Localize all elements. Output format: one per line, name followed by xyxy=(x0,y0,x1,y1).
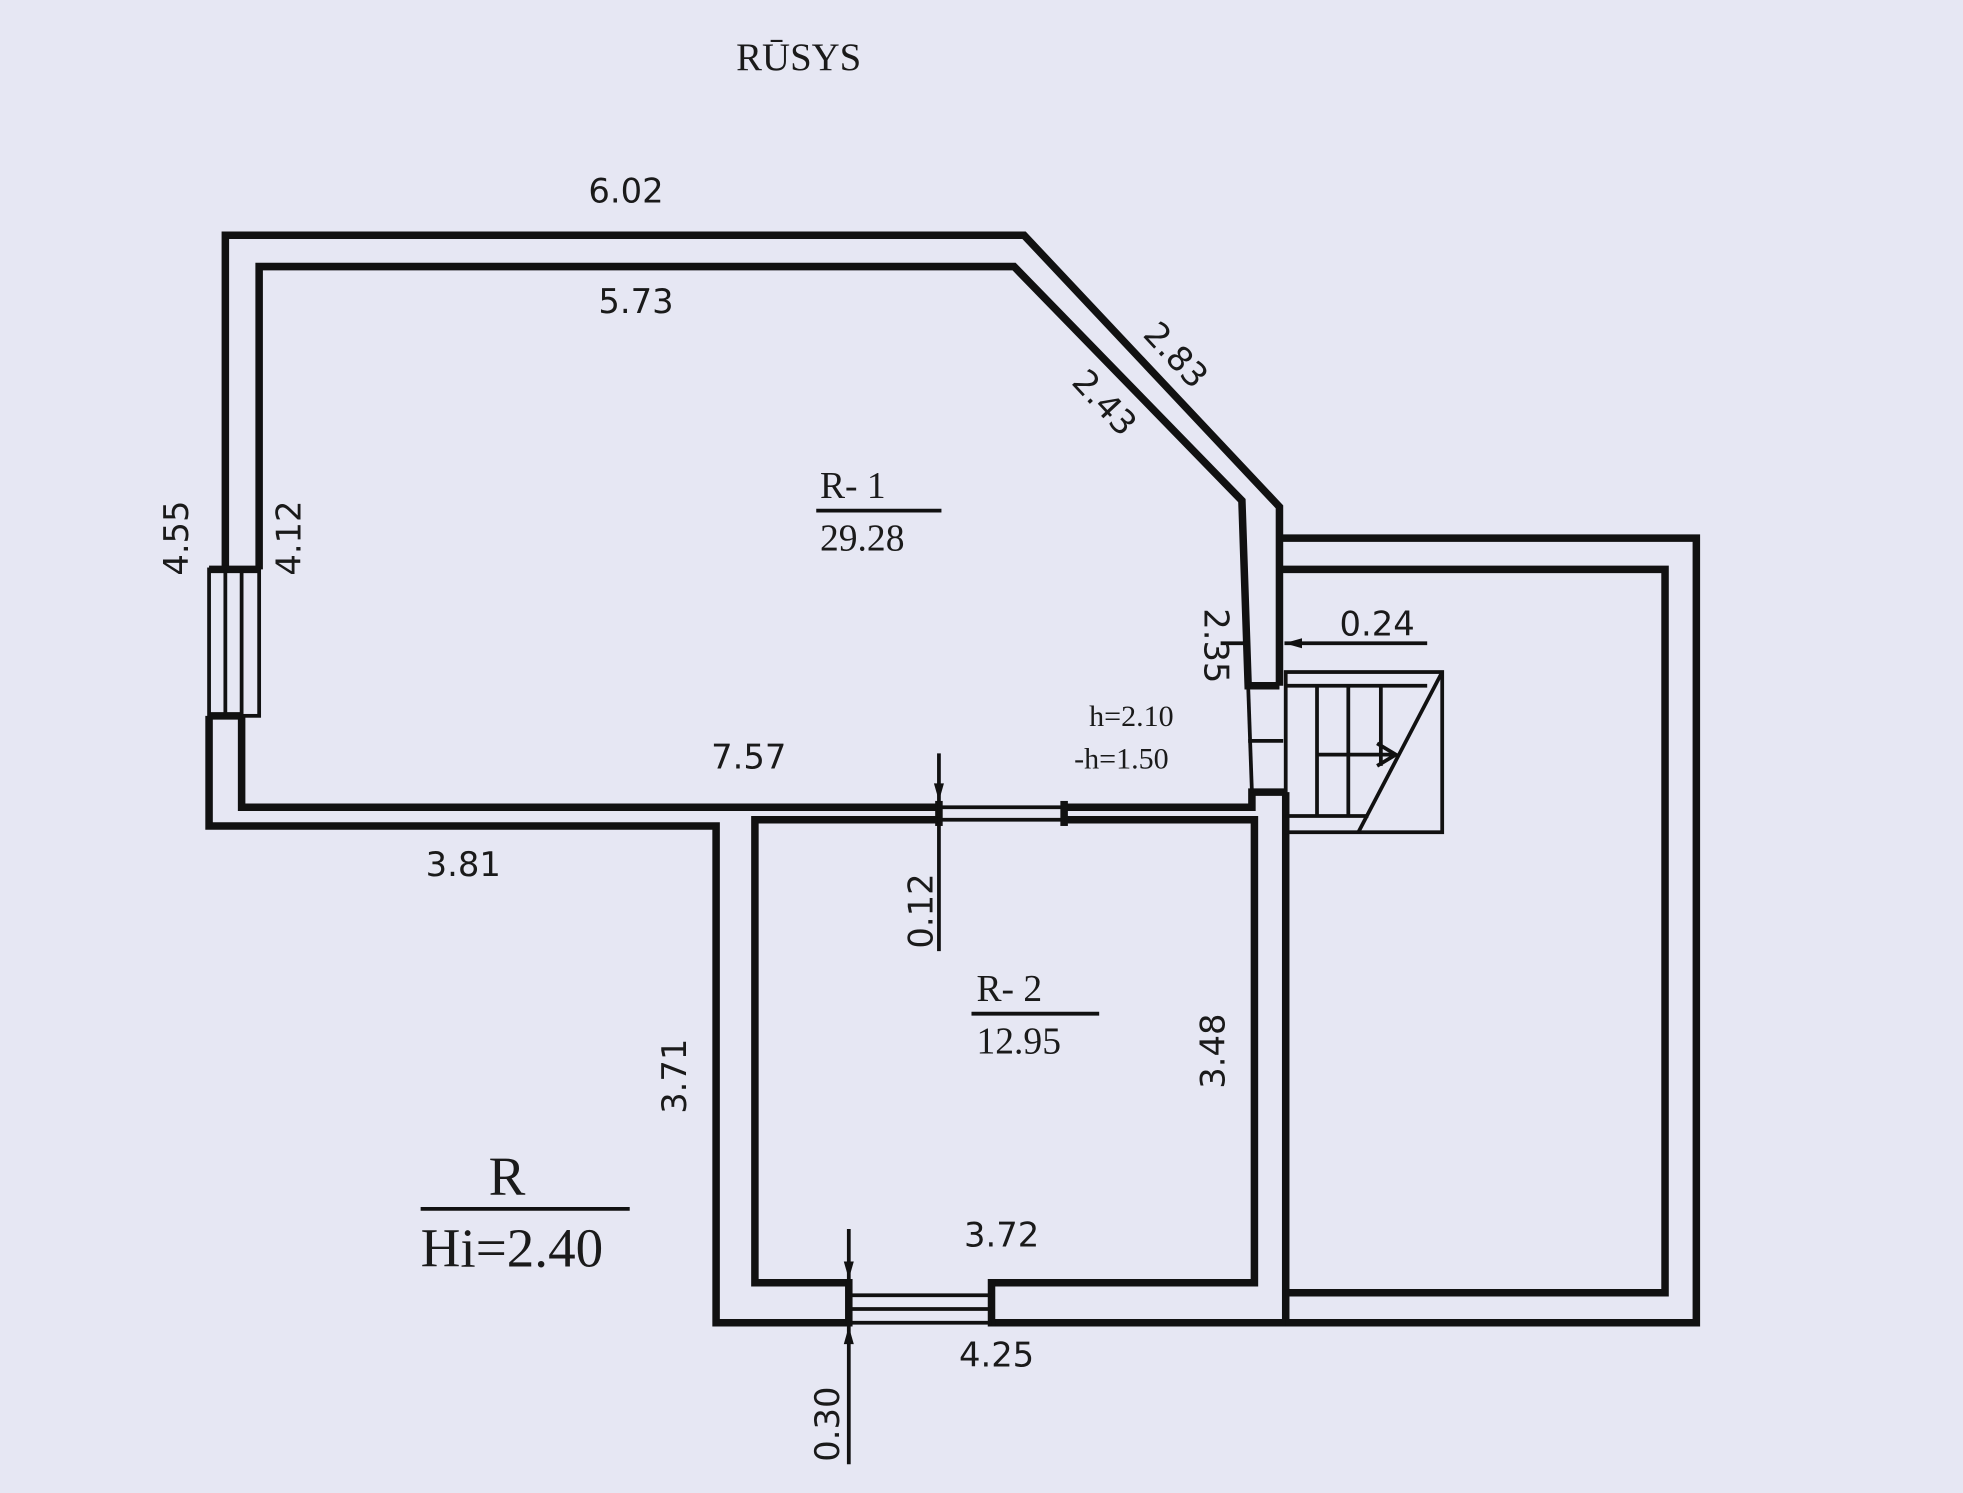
staircase xyxy=(1283,670,1445,835)
r1-lower-outer-wall xyxy=(205,715,849,1327)
r2-inner-right-wall xyxy=(991,815,1259,1287)
dim-diag-inner: 2.43 xyxy=(1065,362,1145,444)
legend-label: R xyxy=(489,1146,526,1207)
dim-left-inner: 4.12 xyxy=(269,500,308,575)
r1-inner-wall xyxy=(255,262,1280,690)
dim-arrows xyxy=(843,638,1428,1465)
dim-top-outer: 6.02 xyxy=(588,172,663,211)
annex-outer-wall xyxy=(1281,534,1701,1327)
dim-diag-outer: 2.83 xyxy=(1136,314,1216,396)
dim-bottom-left: 3.81 xyxy=(426,845,501,884)
dim-r2-right: 3.48 xyxy=(1193,1014,1232,1089)
r2-area: 12.95 xyxy=(976,1022,1060,1063)
dim-left-outer: 4.55 xyxy=(157,500,196,575)
dim-left-lower: 3.71 xyxy=(655,1039,694,1114)
r1-outer-wall xyxy=(221,231,1284,686)
window-bottom xyxy=(845,1278,996,1327)
dim-wall-thickness: 0.24 xyxy=(1340,605,1415,644)
r1-area: 29.28 xyxy=(820,519,904,560)
dim-window-wall: 0.30 xyxy=(808,1387,847,1462)
annex-inner-wall xyxy=(1281,565,1669,1297)
door-r1-r2 xyxy=(935,800,1068,826)
r1-inner-right-wall xyxy=(1064,788,1286,811)
door-height: h=2.10 xyxy=(1089,700,1174,733)
window-left xyxy=(207,565,262,720)
dim-right-wall: 2.35 xyxy=(1196,608,1235,683)
dim-r1-bottom: 7.57 xyxy=(711,737,786,776)
r2-inner-wall xyxy=(751,815,939,1287)
dim-r2-bottom-outer: 4.25 xyxy=(959,1336,1034,1375)
r1-inner-lower-wall xyxy=(237,715,939,811)
plan-title: RŪSYS xyxy=(736,36,861,79)
dim-r2-bottom-inner: 3.72 xyxy=(964,1215,1039,1254)
door-stair xyxy=(1246,685,1284,793)
dim-top-inner: 5.73 xyxy=(598,282,673,321)
r2-label: R- 2 xyxy=(976,969,1042,1010)
r1-label: R- 1 xyxy=(820,466,886,507)
door-sill-height: -h=1.50 xyxy=(1074,742,1169,775)
legend-height: Hi=2.40 xyxy=(421,1217,604,1278)
dim-door-wall: 0.12 xyxy=(902,873,941,948)
